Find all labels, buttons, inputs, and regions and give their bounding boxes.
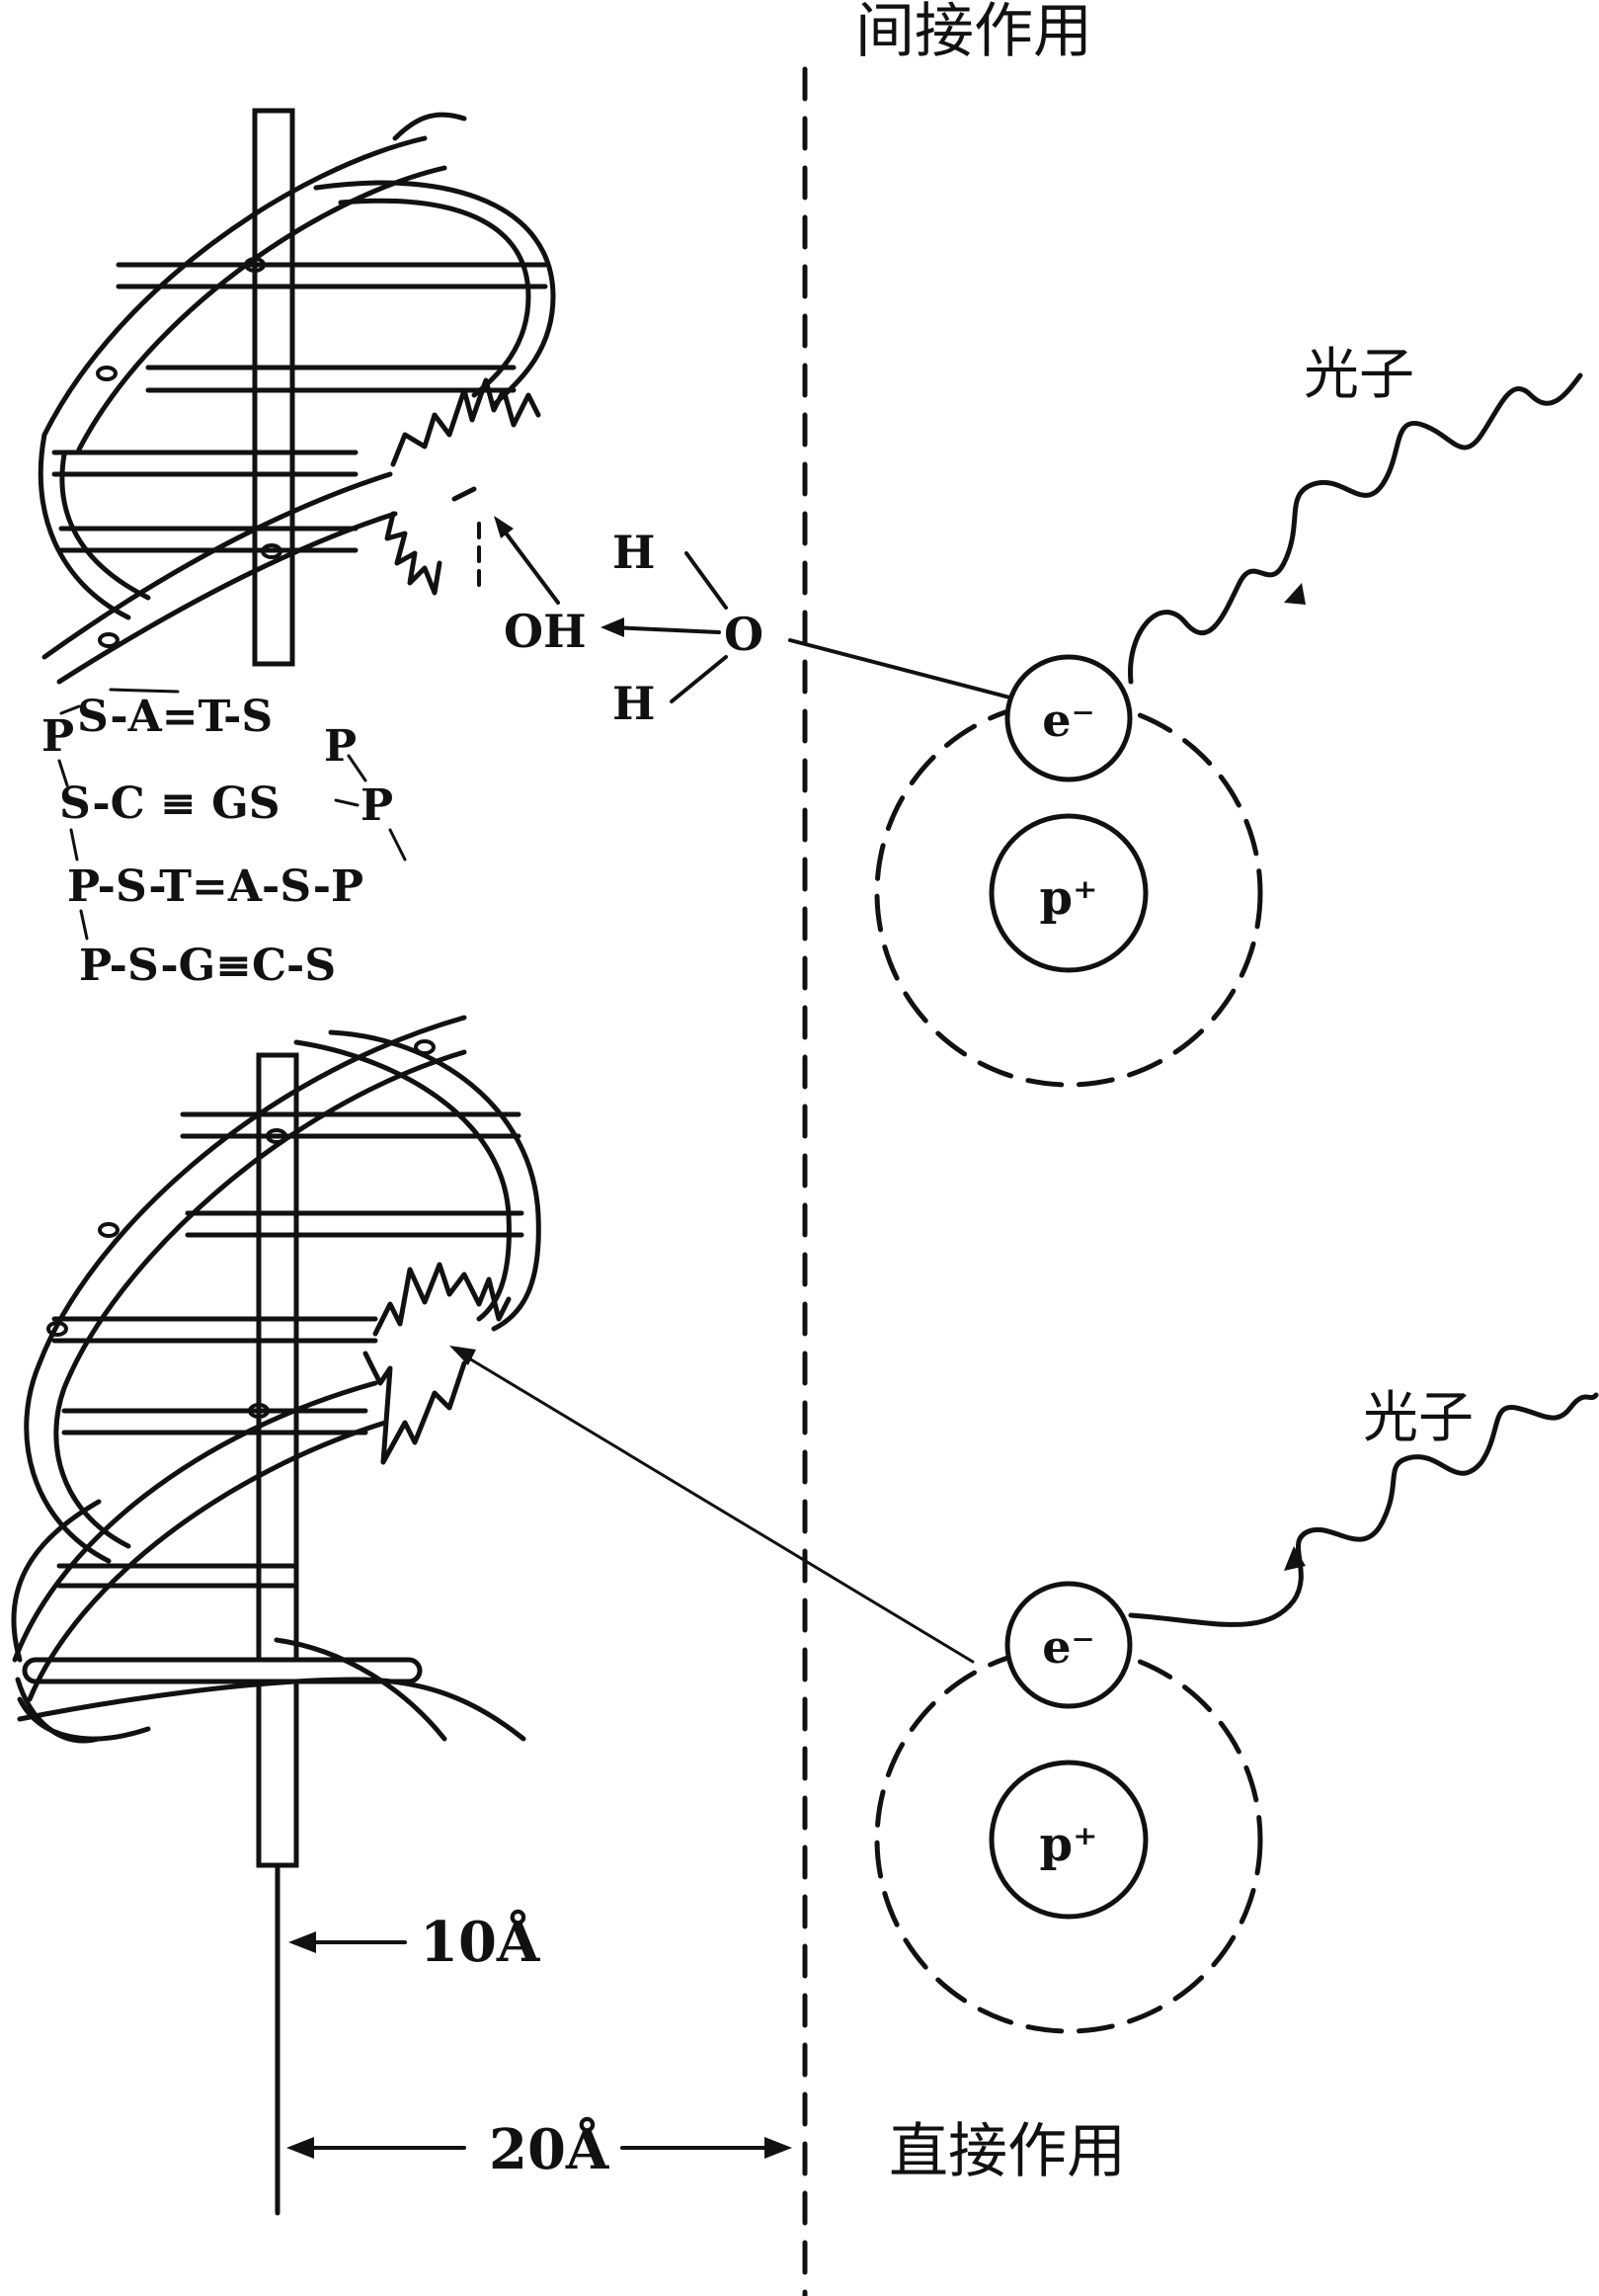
strand-break-top xyxy=(390,377,541,467)
seq-row2: S-C ≡ GS xyxy=(59,779,280,829)
dim-10-label: 10Å xyxy=(420,1909,541,1975)
hydroxyl-label: OH xyxy=(504,605,587,658)
seq-row1-p: P xyxy=(324,721,357,772)
electron-label-top: e⁻ xyxy=(1042,694,1095,747)
water-h-bottom: H xyxy=(612,677,655,730)
water-h-top: H xyxy=(612,526,655,579)
dna-helix-top xyxy=(38,108,560,685)
base-pair-rungs-bottom xyxy=(22,1111,524,1684)
water-molecule: H O H OH xyxy=(504,526,1019,730)
proton-circle-top xyxy=(989,813,1149,973)
electron-label-bottom: e⁻ xyxy=(1042,1620,1095,1674)
seq-row4: P-S-G≡C-S xyxy=(79,941,336,991)
seq-row2-p: P xyxy=(360,780,393,831)
dna-helix-bottom xyxy=(11,1015,541,2216)
electron-circle-top xyxy=(1004,654,1133,782)
strand-break-bottom xyxy=(372,1262,512,1337)
base-pair-rungs-top xyxy=(51,262,548,553)
atom-top: p⁺ e⁻ xyxy=(874,654,1263,1088)
strand-holes-top xyxy=(96,257,282,648)
dna-sequence: P S-A=T-S P S-C ≡ GS P P-S-T=A-S-P P-S-G… xyxy=(41,688,407,991)
seq-row3: P-S-T=A-S-P xyxy=(67,861,363,912)
photon-label-bottom: 光子 xyxy=(1363,1386,1474,1450)
dimension-20: 20Å xyxy=(286,2116,792,2182)
strand-holes-bottom xyxy=(46,1039,436,1419)
proton-label-top: p⁺ xyxy=(1040,870,1098,926)
seq-connectors xyxy=(57,688,407,941)
direct-action-title: 直接作用 xyxy=(889,2117,1126,2186)
photon-wave-bottom: 光子 xyxy=(1128,1386,1599,1627)
proton-label-bottom: p⁺ xyxy=(1040,1817,1098,1872)
proton-circle-bottom xyxy=(989,1760,1149,1920)
atom-bottom: p⁺ e⁻ xyxy=(874,1581,1263,2034)
seq-row1: S-A=T-S xyxy=(77,692,273,742)
seq-p-left: P xyxy=(41,711,74,762)
dimension-10: 10Å xyxy=(288,1909,541,1975)
water-o: O xyxy=(724,608,763,661)
electron-circle-bottom xyxy=(1004,1581,1133,1709)
indirect-action-title: 间接作用 xyxy=(855,0,1092,66)
photon-label-top: 光子 xyxy=(1304,343,1414,407)
photon-wave-top: 光子 xyxy=(1128,343,1583,685)
dim-20-label: 20Å xyxy=(489,2116,610,2182)
